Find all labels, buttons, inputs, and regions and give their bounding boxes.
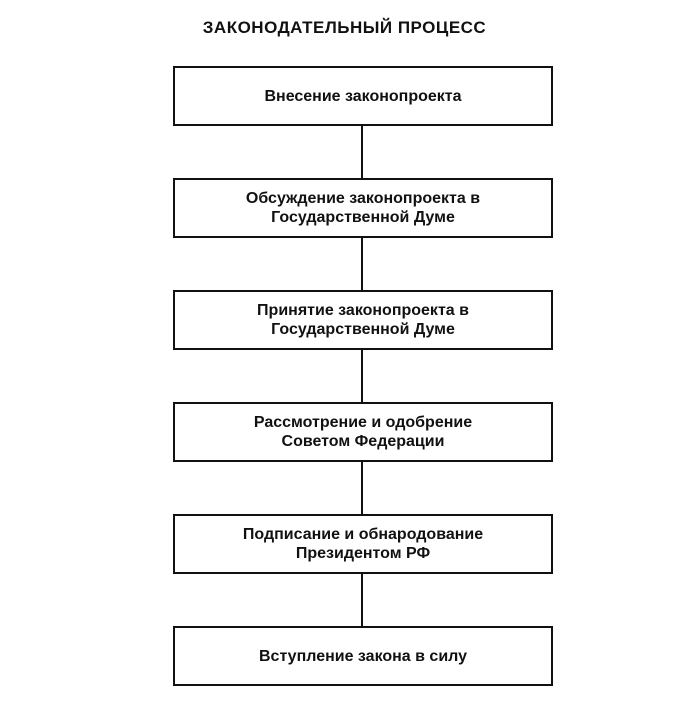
step-label: Подписание и обнародование Президентом Р… (242, 526, 484, 562)
step-label: Рассмотрение и одобрение Советом Федерац… (253, 414, 473, 450)
step-box-adoption: Принятие законопроекта в Государственной… (173, 290, 553, 350)
step-box-president: Подписание и обнародование Президентом Р… (173, 514, 553, 574)
connector-5 (361, 574, 363, 626)
diagram-title: ЗАКОНОДАТЕЛЬНЫЙ ПРОЦЕСС (202, 18, 487, 37)
step-label: Вступление закона в силу (258, 647, 468, 665)
step-label: Обсуждение законопроекта в Государственн… (245, 190, 481, 226)
connector-4 (361, 462, 363, 514)
connector-2 (361, 238, 363, 290)
connector-3 (361, 350, 363, 402)
step-box-introduction: Внесение законопроекта (173, 66, 553, 126)
step-label: Принятие законопроекта в Государственной… (257, 302, 469, 338)
step-box-federation-council: Рассмотрение и одобрение Советом Федерац… (173, 402, 553, 462)
step-label: Внесение законопроекта (264, 87, 462, 105)
connector-1 (361, 126, 363, 178)
step-box-entry-into-force: Вступление закона в силу (173, 626, 553, 686)
step-box-discussion: Обсуждение законопроекта в Государственн… (173, 178, 553, 238)
